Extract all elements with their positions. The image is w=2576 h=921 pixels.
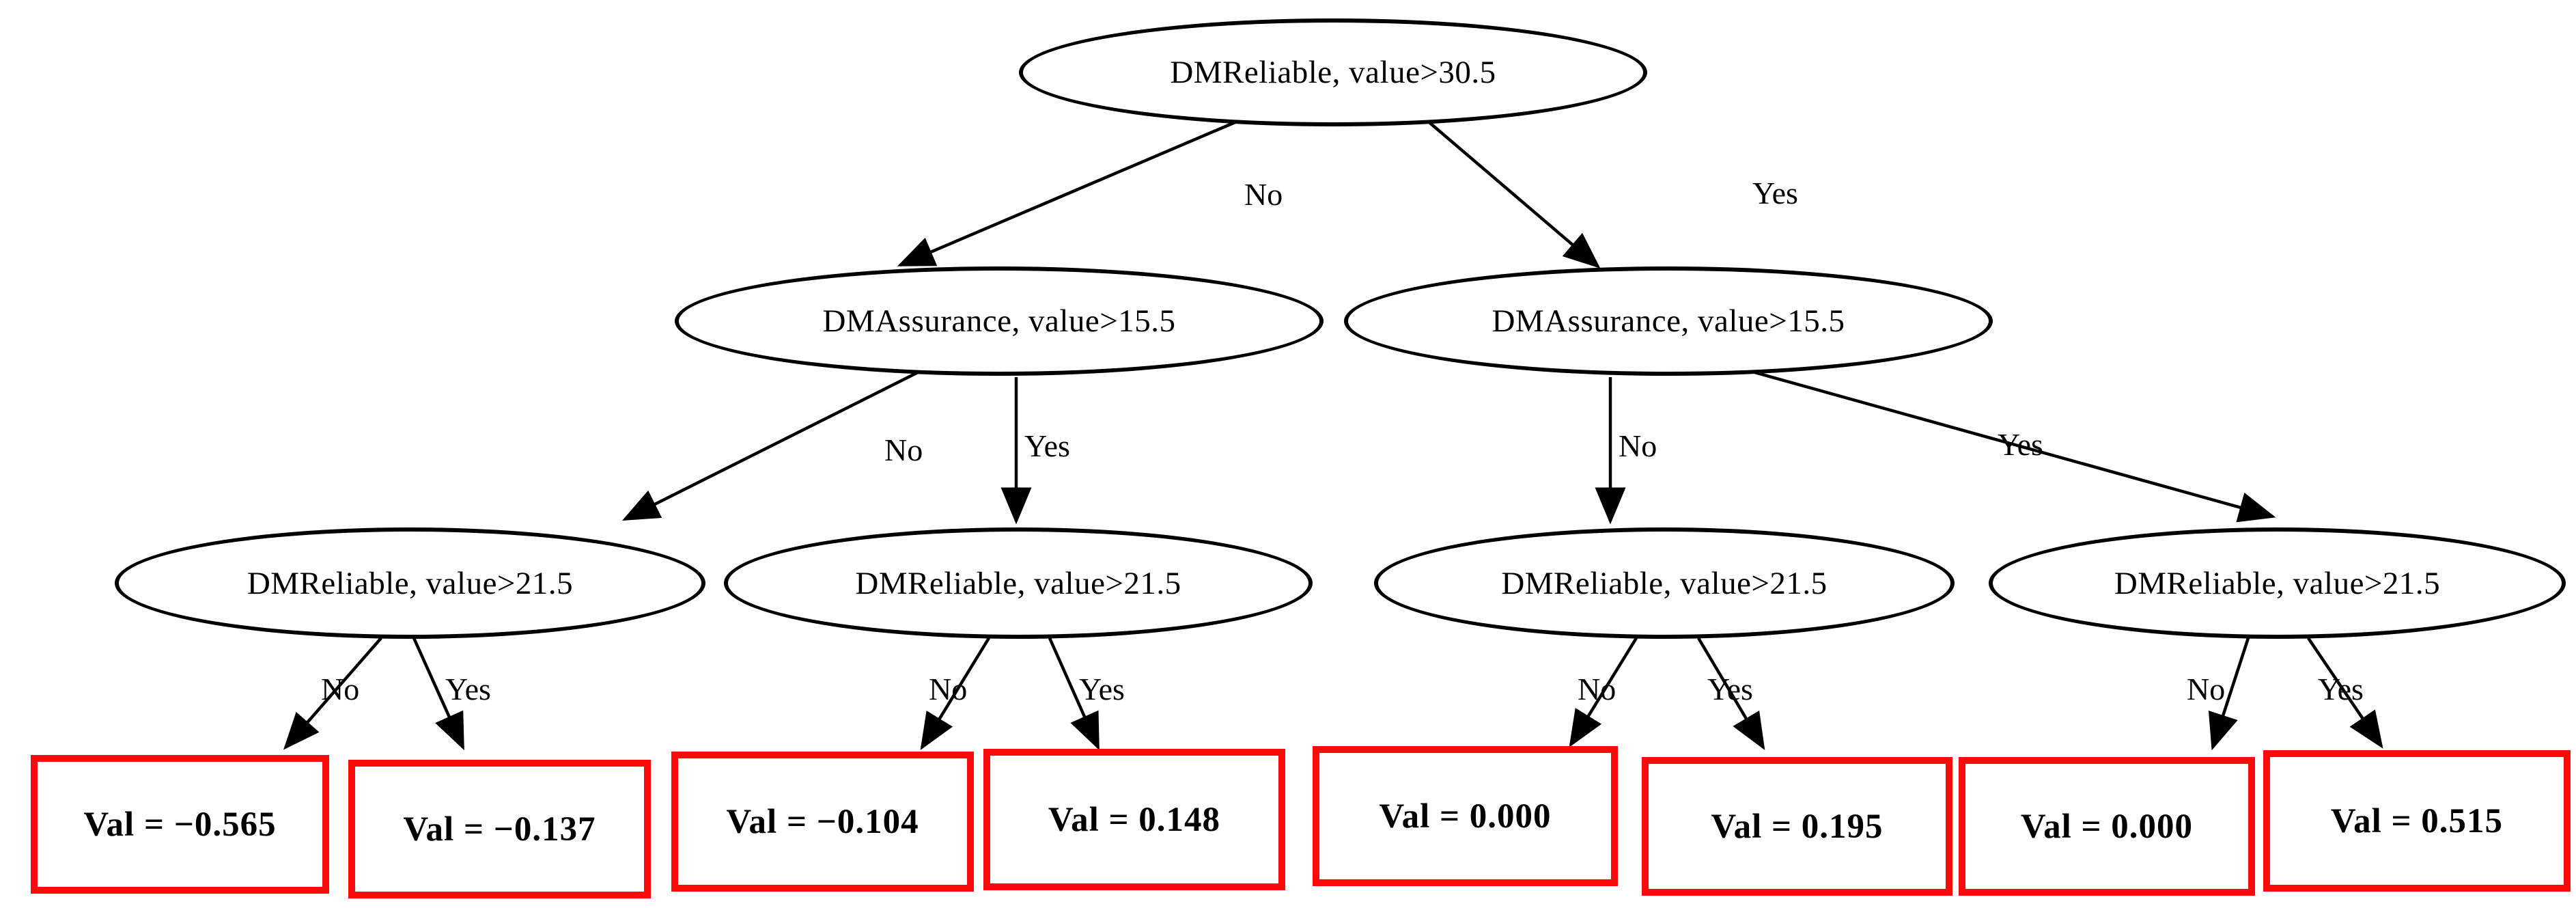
leaf-node-7: Val = 0.000 [1959,757,2255,896]
leaf-node-5: Val = 0.000 [1313,746,1618,886]
leaf-node-4: Val = 0.148 [983,749,1285,890]
node-l3-3: DMReliable, value>21.5 [1374,527,1955,639]
edge-l3-2-no-line [920,637,990,750]
edge-label-l2right-no: No [1619,428,1657,463]
node-l3-1: DMReliable, value>21.5 [115,527,705,639]
edge-root-no-line [897,118,1242,267]
edge-l3-4-no-line [2208,637,2250,751]
edge-l3-1-yes-line [412,637,465,751]
leaf-node-8: Val = 0.515 [2263,750,2571,892]
edge-l2right-yes-line [1749,369,2276,523]
node-root: DMReliable, value>30.5 [1019,18,1647,126]
edge-label-root-yes: Yes [1752,176,1798,210]
edge-label-l3-3-no: No [1578,672,1616,706]
edge-l3-3-yes-line [1697,637,1765,750]
edge-label-l2left-yes: Yes [1024,428,1070,463]
leaf-node-1: Val = −0.565 [31,755,329,894]
edge-label-l3-1-no: No [321,672,360,706]
edge-label-l3-1-yes: Yes [445,672,491,706]
leaf-node-6: Val = 0.195 [1642,757,1952,896]
edge-l2left-no-line [621,369,922,521]
node-l3-2: DMReliable, value>21.5 [724,527,1313,639]
node-l2-left: DMAssurance, value>15.5 [675,266,1324,376]
edge-label-l3-4-yes: Yes [2318,672,2364,706]
edge-label-l3-2-no: No [929,672,968,706]
node-l3-4: DMReliable, value>21.5 [1989,527,2566,639]
edge-label-root-no: No [1244,177,1283,212]
edge-l3-1-no-line [283,637,382,750]
leaf-node-2: Val = −0.137 [348,760,651,898]
edge-l3-2-yes-line [1048,637,1100,751]
edge-label-l2left-no: No [884,432,923,467]
leaf-node-3: Val = −0.104 [671,752,974,892]
edge-label-l3-3-yes: Yes [1707,672,1753,706]
edge-l3-3-no-line [1569,637,1638,747]
edge-label-l3-4-no: No [2187,672,2226,706]
edge-label-l3-2-yes: Yes [1079,672,1125,706]
edge-root-yes-line [1425,118,1601,269]
edge-l3-4-yes-line [2307,637,2383,749]
node-l2-right: DMAssurance, value>15.5 [1344,266,1993,376]
edge-label-l2right-yes: Yes [1998,427,2043,462]
